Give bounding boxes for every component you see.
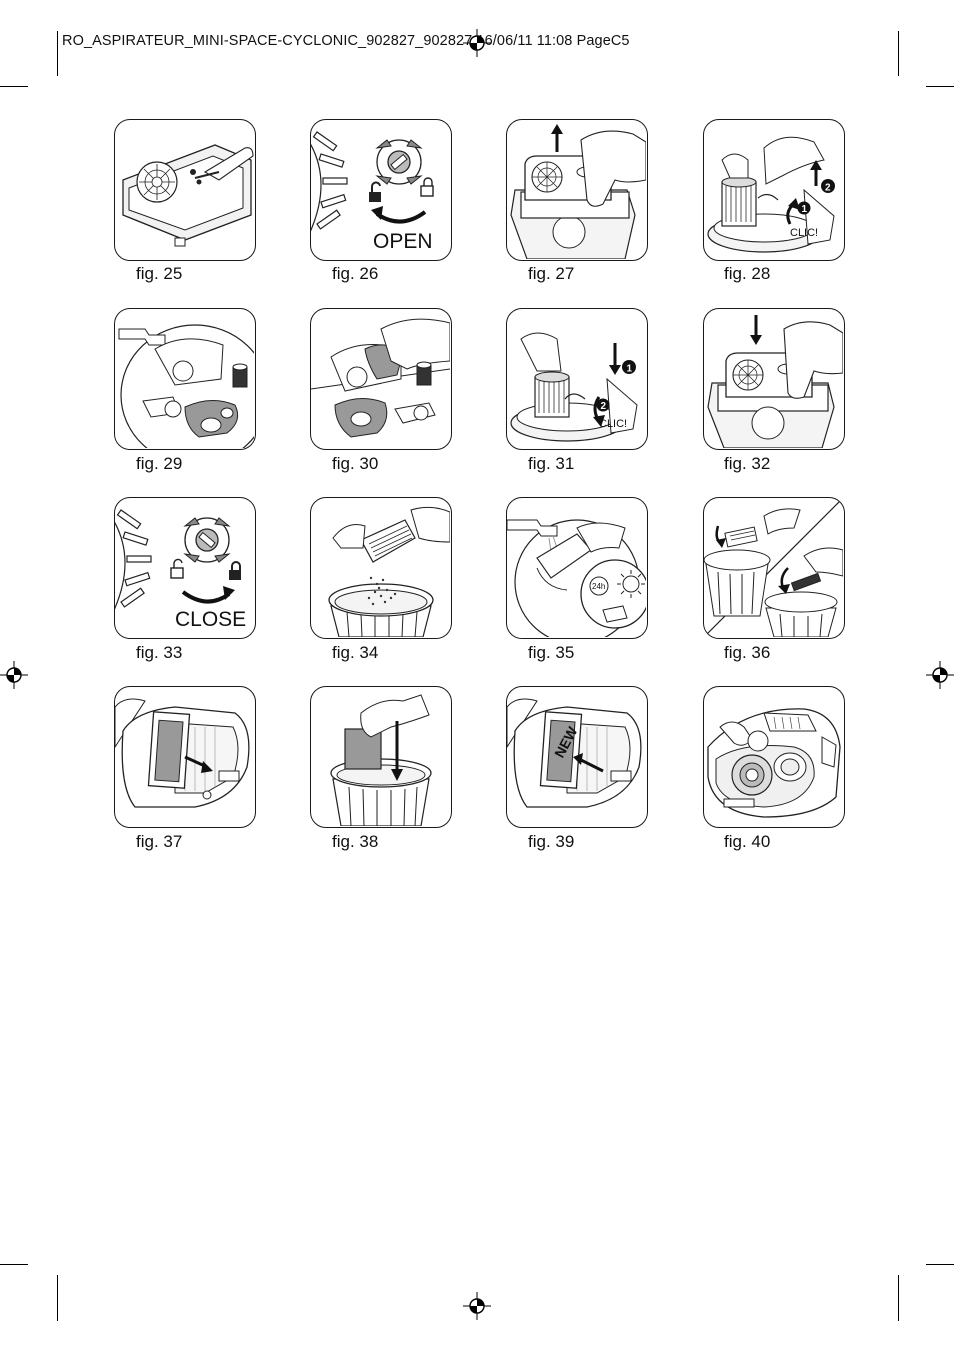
discard-motor-filter-illustration bbox=[330, 694, 432, 826]
print-slug: RO_ASPIRATEUR_MINI-SPACE-CYCLONIC_902827… bbox=[62, 33, 630, 49]
registration-mark-icon bbox=[463, 29, 491, 57]
discard-filters-illustration bbox=[704, 498, 843, 637]
figure-caption: fig. 32 bbox=[724, 454, 771, 473]
unlock-dial-illustration: OPEN bbox=[311, 131, 434, 253]
figure-caption: fig. 35 bbox=[528, 643, 575, 662]
figure-37-panel bbox=[114, 686, 256, 828]
figure-caption: fig. 26 bbox=[332, 264, 379, 283]
figure-40-panel bbox=[703, 686, 845, 828]
figure-30-panel bbox=[310, 308, 452, 450]
figure-caption: fig. 31 bbox=[528, 454, 575, 473]
svg-text:2: 2 bbox=[825, 183, 831, 194]
figure-25-panel bbox=[114, 119, 256, 261]
figure-caption: fig. 29 bbox=[136, 454, 183, 473]
crop-mark bbox=[0, 1264, 28, 1265]
figure-33-panel: CLOSE bbox=[114, 497, 256, 639]
close-label: CLOSE bbox=[175, 608, 246, 631]
wipe-parts-illustration bbox=[311, 318, 450, 438]
crop-mark bbox=[926, 1264, 954, 1265]
svg-text:1: 1 bbox=[627, 364, 633, 375]
reattach-cartridge-illustration: 1 2 CLIC! bbox=[510, 332, 638, 442]
crop-mark bbox=[0, 86, 28, 87]
figure-caption: fig. 39 bbox=[528, 832, 575, 851]
figure-caption: fig. 28 bbox=[724, 264, 771, 283]
clean-vacuum-illustration bbox=[707, 708, 841, 818]
figure-34-panel bbox=[310, 497, 452, 639]
clic-label: CLIC! bbox=[790, 227, 818, 239]
crop-mark bbox=[57, 1275, 58, 1321]
figure-39-panel: NEW bbox=[506, 686, 648, 828]
figure-caption: fig. 25 bbox=[136, 264, 183, 283]
empty-filter-bin-illustration bbox=[328, 506, 450, 637]
wash-dry-24h-illustration: 24h bbox=[507, 519, 646, 637]
registration-mark-icon bbox=[926, 661, 954, 689]
figure-caption: fig. 27 bbox=[528, 264, 575, 283]
figure-26-panel: OPEN bbox=[310, 119, 452, 261]
figure-35-panel: 24h bbox=[506, 497, 648, 639]
remove-motor-filter-illustration bbox=[115, 698, 250, 808]
svg-text:2: 2 bbox=[601, 401, 607, 412]
figure-caption: fig. 38 bbox=[332, 832, 379, 851]
crop-mark bbox=[57, 31, 58, 76]
figure-36-panel bbox=[703, 497, 845, 639]
registration-mark-icon bbox=[463, 1292, 491, 1320]
insert-new-filter-illustration: NEW bbox=[507, 698, 642, 808]
figure-caption: fig. 40 bbox=[724, 832, 771, 851]
figure-caption: fig. 34 bbox=[332, 643, 379, 662]
figure-caption: fig. 33 bbox=[136, 643, 183, 662]
crop-mark bbox=[898, 31, 899, 76]
lift-out-filter-module-illustration bbox=[510, 124, 646, 259]
clic-label: CLIC! bbox=[599, 418, 627, 430]
insert-filter-module-illustration bbox=[707, 315, 843, 448]
crop-mark bbox=[898, 1275, 899, 1321]
svg-text:1: 1 bbox=[802, 204, 808, 215]
detach-cartridge-illustration: 1 2 CLIC! bbox=[707, 136, 835, 253]
registration-mark-icon bbox=[0, 661, 28, 689]
figure-32-panel bbox=[703, 308, 845, 450]
figure-31-panel: 1 2 CLIC! bbox=[506, 308, 648, 450]
24h-label: 24h bbox=[592, 582, 605, 591]
figure-caption: fig. 37 bbox=[136, 832, 183, 851]
lock-dial-illustration: CLOSE bbox=[115, 509, 246, 631]
open-label: OPEN bbox=[373, 230, 433, 253]
figure-38-panel bbox=[310, 686, 452, 828]
figure-28-panel: 1 2 CLIC! bbox=[703, 119, 845, 261]
figure-caption: fig. 30 bbox=[332, 454, 379, 473]
figure-caption: fig. 36 bbox=[724, 643, 771, 662]
crop-mark bbox=[926, 86, 954, 87]
figure-27-panel bbox=[506, 119, 648, 261]
figure-29-panel bbox=[114, 308, 256, 450]
remove-grille-screws-illustration bbox=[122, 144, 254, 247]
rinse-parts-tap-illustration bbox=[118, 324, 254, 448]
